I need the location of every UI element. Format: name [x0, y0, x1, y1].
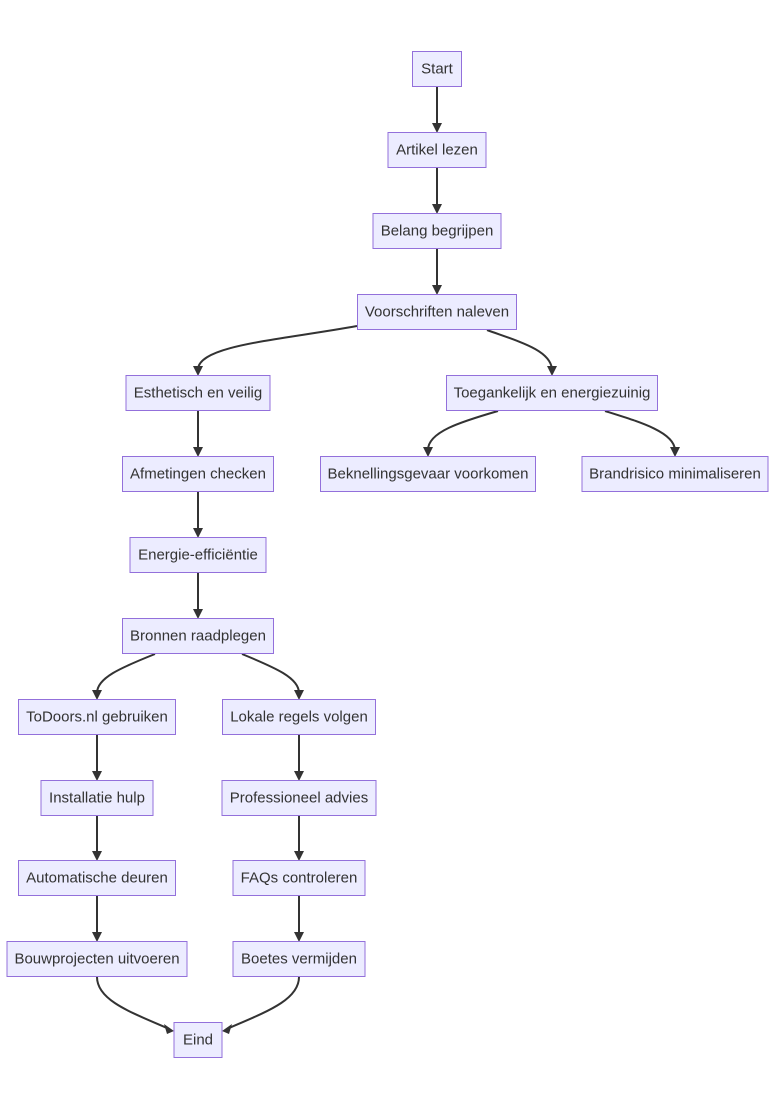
edge-toegankelijk-to-beknelling [427, 410, 499, 451]
arrowhead-esthetisch-to-afmetingen [193, 447, 203, 457]
node-bouwprojecten: Bouwprojecten uitvoeren [6, 941, 188, 977]
node-label: Energie-efficiëntie [138, 547, 258, 564]
node-todoors: ToDoors.nl gebruiken [18, 699, 176, 735]
node-label: Bouwprojecten uitvoeren [14, 951, 179, 968]
node-label: Eind [183, 1032, 213, 1049]
node-bronnen: Bronnen raadplegen [122, 618, 274, 654]
node-belang: Belang begrijpen [372, 213, 502, 249]
node-box [222, 699, 376, 735]
node-box [122, 618, 274, 654]
node-box [173, 1022, 223, 1058]
node-label: Belang begrijpen [381, 223, 494, 240]
node-label: Afmetingen checken [130, 466, 266, 483]
node-brandrisico: Brandrisico minimaliseren [581, 456, 769, 492]
node-box [387, 132, 487, 168]
arrowhead-todoors-to-installatie [92, 771, 102, 781]
node-beknelling: Beknellingsgevaar voorkomen [320, 456, 536, 492]
arrowhead-toegankelijk-to-beknelling [423, 447, 433, 457]
node-label: Artikel lezen [396, 142, 478, 159]
edge-toegankelijk-to-brandrisico [604, 410, 676, 451]
node-energie: Energie-efficiëntie [129, 537, 267, 573]
arrowhead-afmetingen-to-energie [193, 528, 203, 538]
flowchart-edges [92, 87, 680, 1034]
arrowhead-energie-to-bronnen [193, 609, 203, 619]
edge-voorschriften-to-toegankelijk [486, 329, 553, 370]
node-label: Automatische deuren [26, 870, 168, 887]
node-label: Professioneel advies [230, 790, 368, 807]
node-box [125, 375, 271, 411]
node-esthetisch: Esthetisch en veilig [125, 375, 271, 411]
node-voorschriften: Voorschriften naleven [357, 294, 517, 330]
arrowhead-bouwprojecten-to-eind [164, 1024, 174, 1034]
node-box [6, 941, 188, 977]
node-box [232, 860, 366, 896]
edge-bronnen-to-lokale [241, 653, 300, 694]
arrowhead-start-to-artikel [432, 123, 442, 133]
node-label: Boetes vermijden [241, 951, 357, 968]
arrowhead-installatie-to-automatische [92, 851, 102, 861]
node-afmetingen: Afmetingen checken [122, 456, 274, 492]
node-label: Start [421, 61, 454, 78]
node-lokale: Lokale regels volgen [222, 699, 376, 735]
arrowhead-automatische-to-bouwprojecten [92, 932, 102, 942]
node-artikel: Artikel lezen [387, 132, 487, 168]
node-boetes: Boetes vermijden [232, 941, 366, 977]
node-automatische: Automatische deuren [18, 860, 176, 896]
node-box [412, 51, 462, 87]
edge-voorschriften-to-esthetisch [197, 325, 358, 370]
arrowhead-faqs-to-boetes [294, 932, 304, 942]
arrowhead-artikel-to-belang [432, 204, 442, 214]
node-faqs: FAQs controleren [232, 860, 366, 896]
node-box [320, 456, 536, 492]
node-toegankelijk: Toegankelijk en energiezuinig [446, 375, 658, 411]
arrowhead-voorschriften-to-esthetisch [193, 366, 203, 376]
arrowhead-boetes-to-eind [222, 1024, 232, 1034]
node-professioneel: Professioneel advies [221, 780, 377, 816]
node-box [357, 294, 517, 330]
node-box [221, 780, 377, 816]
node-installatie: Installatie hulp [40, 780, 154, 816]
node-start: Start [412, 51, 462, 87]
node-box [18, 860, 176, 896]
node-eind: Eind [173, 1022, 223, 1058]
node-label: Bronnen raadplegen [130, 628, 266, 645]
node-box [372, 213, 502, 249]
arrowhead-voorschriften-to-toegankelijk [547, 366, 557, 376]
edge-bronnen-to-todoors [96, 653, 156, 694]
node-box [18, 699, 176, 735]
arrowhead-belang-to-voorschriften [432, 285, 442, 295]
node-box [40, 780, 154, 816]
arrowhead-bronnen-to-lokale [294, 690, 304, 700]
arrowhead-toegankelijk-to-brandrisico [670, 447, 680, 457]
node-label: Beknellingsgevaar voorkomen [328, 466, 529, 483]
node-label: Brandrisico minimaliseren [589, 466, 761, 483]
node-box [232, 941, 366, 977]
arrowhead-bronnen-to-todoors [92, 690, 102, 700]
node-label: Voorschriften naleven [365, 304, 509, 321]
node-box [581, 456, 769, 492]
node-label: Toegankelijk en energiezuinig [454, 385, 651, 402]
node-box [446, 375, 658, 411]
node-label: Esthetisch en veilig [134, 385, 262, 402]
node-label: Installatie hulp [49, 790, 145, 807]
arrowhead-lokale-to-professioneel [294, 771, 304, 781]
edge-bouwprojecten-to-eind [96, 976, 168, 1029]
node-label: Lokale regels volgen [230, 709, 368, 726]
edge-boetes-to-eind [228, 976, 300, 1029]
arrowhead-professioneel-to-faqs [294, 851, 304, 861]
node-box [122, 456, 274, 492]
node-box [129, 537, 267, 573]
node-label: ToDoors.nl gebruiken [26, 709, 168, 726]
node-label: FAQs controleren [241, 870, 358, 887]
